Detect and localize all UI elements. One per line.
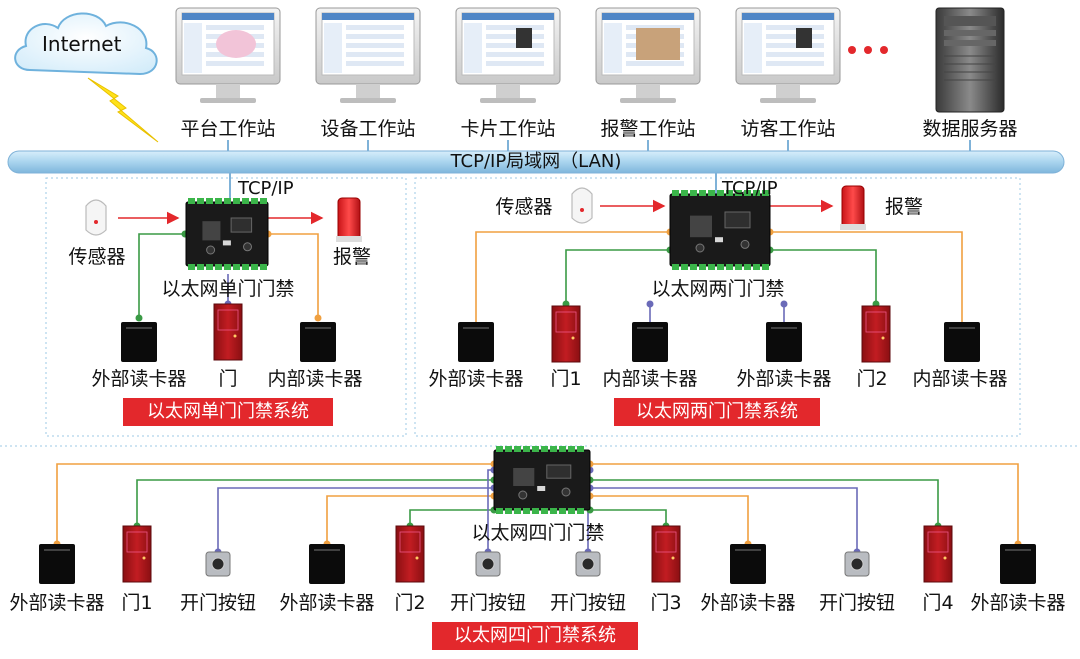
single-alarm-icon bbox=[336, 197, 362, 242]
single-alarm-label: 报警 bbox=[332, 246, 372, 268]
two-door-controller-board bbox=[669, 190, 771, 270]
device-label: 门1 bbox=[550, 368, 582, 390]
workstation-label: 卡片工作站 bbox=[460, 118, 556, 140]
door-icon bbox=[861, 305, 891, 363]
two-sensor-label: 传感器 bbox=[495, 196, 553, 218]
workstation-monitor-icon bbox=[455, 7, 561, 151]
device-label: 外部读卡器 bbox=[9, 592, 105, 614]
server-label: 数据服务器 bbox=[922, 118, 1018, 140]
card-reader-icon bbox=[1000, 544, 1036, 584]
single-door-section-box bbox=[45, 177, 407, 437]
device-label: 外部读卡器 bbox=[91, 368, 187, 390]
workstation-monitor-icon bbox=[175, 7, 281, 151]
card-reader-icon bbox=[730, 544, 766, 584]
device-label: 开门按钮 bbox=[449, 592, 527, 614]
single-door-controller-board bbox=[185, 198, 269, 270]
lan-bus bbox=[7, 150, 1065, 174]
single-sensor-label: 传感器 bbox=[68, 246, 126, 268]
workstation-label: 访客工作站 bbox=[740, 118, 836, 140]
device-label: 开门按钮 bbox=[179, 592, 257, 614]
device-label: 外部读卡器 bbox=[736, 368, 832, 390]
single-door-system-label: 以太网单门门禁系统 bbox=[123, 398, 333, 426]
data-server-icon bbox=[935, 7, 1005, 113]
four-door-controller-board bbox=[493, 446, 591, 514]
exit-button-icon bbox=[475, 551, 501, 577]
tcpip-label: TCP/IP bbox=[722, 178, 778, 199]
exit-button-icon bbox=[205, 551, 231, 577]
four-controller-label: 以太网四门门禁 bbox=[471, 522, 605, 544]
two-door-section-box bbox=[414, 177, 1021, 437]
workstation-label: 报警工作站 bbox=[600, 118, 696, 140]
lightning-bolt-icon bbox=[87, 77, 159, 143]
device-label: 门4 bbox=[922, 592, 954, 614]
internet-cloud-icon bbox=[14, 12, 158, 76]
device-label: 开门按钮 bbox=[549, 592, 627, 614]
workstation-monitor-icon bbox=[735, 7, 841, 151]
exit-button-icon bbox=[844, 551, 870, 577]
device-label: 门1 bbox=[121, 592, 153, 614]
single-door-wiring bbox=[118, 173, 324, 322]
single-outer-reader-icon bbox=[121, 322, 157, 362]
device-label: 门3 bbox=[650, 592, 682, 614]
device-label: 外部读卡器 bbox=[428, 368, 524, 390]
workstation-label: 设备工作站 bbox=[320, 118, 416, 140]
card-reader-icon bbox=[632, 322, 668, 362]
device-label: 内部读卡器 bbox=[602, 368, 698, 390]
more-workstations-ellipsis bbox=[848, 46, 888, 54]
two-door-devices-layer bbox=[458, 305, 980, 363]
tcpip-label: TCP/IP bbox=[238, 178, 294, 199]
card-reader-icon bbox=[944, 322, 980, 362]
internet-label: Internet bbox=[42, 32, 122, 56]
door-icon bbox=[651, 525, 681, 583]
device-label: 门2 bbox=[856, 368, 888, 390]
device-label: 门 bbox=[218, 368, 238, 390]
workstation-monitor-icon bbox=[595, 7, 701, 151]
device-label: 内部读卡器 bbox=[912, 368, 1008, 390]
single-controller-label: 以太网单门门禁 bbox=[161, 278, 295, 300]
two-sensor-icon bbox=[571, 187, 593, 224]
two-door-system-label: 以太网两门门禁系统 bbox=[614, 398, 820, 426]
two-alarm-label: 报警 bbox=[884, 196, 924, 218]
workstation-label: 平台工作站 bbox=[180, 118, 276, 140]
card-reader-icon bbox=[39, 544, 75, 584]
two-alarm-icon bbox=[840, 185, 866, 230]
door-icon bbox=[122, 525, 152, 583]
two-controller-label: 以太网两门门禁 bbox=[651, 278, 785, 300]
door-icon bbox=[551, 305, 581, 363]
door-icon bbox=[395, 525, 425, 583]
device-label: 外部读卡器 bbox=[700, 592, 796, 614]
device-label: 内部读卡器 bbox=[267, 368, 363, 390]
single-door-icon bbox=[213, 303, 243, 361]
four-door-devices-layer bbox=[39, 525, 1036, 584]
card-reader-icon bbox=[309, 544, 345, 584]
card-reader-icon bbox=[458, 322, 494, 362]
four-door-system-label: 以太网四门门禁系统 bbox=[432, 622, 638, 650]
device-label: 开门按钮 bbox=[818, 592, 896, 614]
card-reader-icon bbox=[766, 322, 802, 362]
door-icon bbox=[923, 525, 953, 583]
device-label: 外部读卡器 bbox=[279, 592, 375, 614]
device-label: 外部读卡器 bbox=[970, 592, 1066, 614]
exit-button-icon bbox=[575, 551, 601, 577]
single-inner-reader-icon bbox=[300, 322, 336, 362]
workstation-monitor-icon bbox=[315, 7, 421, 151]
workstations-layer bbox=[175, 7, 971, 151]
device-label: 门2 bbox=[394, 592, 426, 614]
lan-label: TCP/IP局域网（LAN) bbox=[450, 151, 622, 172]
single-sensor-icon bbox=[85, 199, 107, 236]
